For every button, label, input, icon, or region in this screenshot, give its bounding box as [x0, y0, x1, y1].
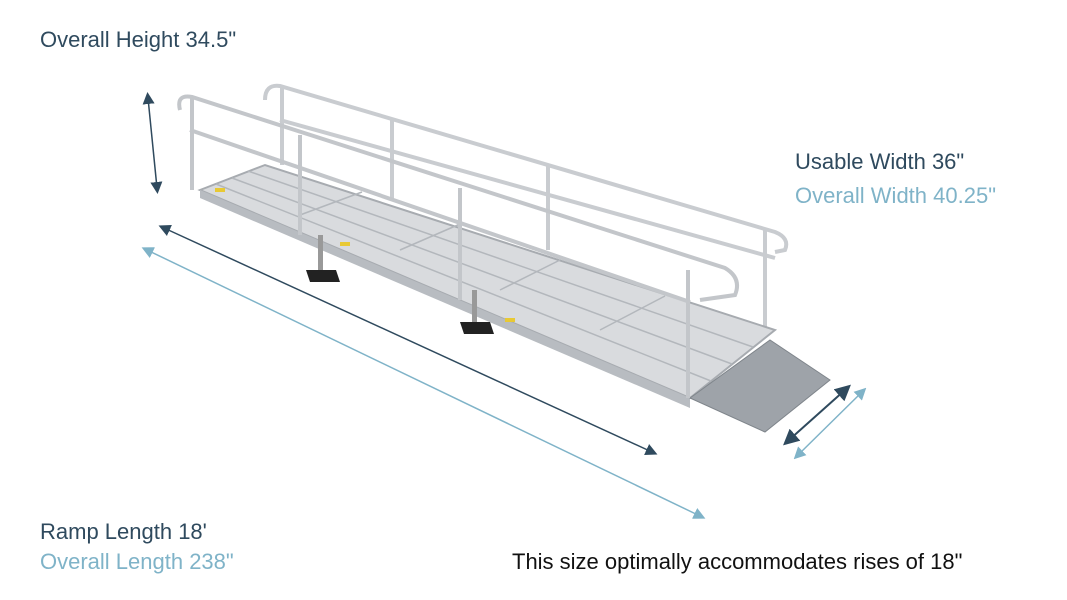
overall-length-arrow [141, 247, 706, 519]
overall-width-label: Overall Width 40.25" [795, 183, 997, 208]
overall-width-arrow [793, 387, 867, 460]
height-dimension-arrow [142, 92, 163, 194]
overall-height-label: Overall Height 34.5" [40, 27, 237, 52]
transition-plate [689, 339, 831, 433]
ramp-length-label: Ramp Length 18' [40, 519, 207, 544]
ramp-illustration [177, 83, 831, 433]
overall-length-label: Overall Length 238" [40, 549, 234, 574]
usable-width-label: Usable Width 36" [795, 149, 965, 174]
rise-note: This size optimally accommodates rises o… [512, 549, 963, 574]
